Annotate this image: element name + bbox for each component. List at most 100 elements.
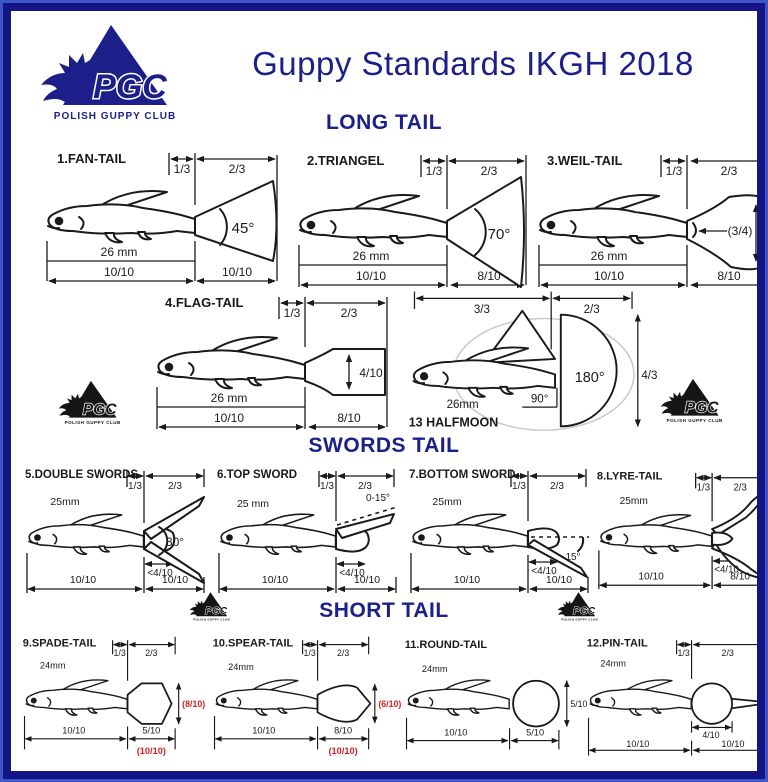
spade-fish-drawing: [25, 679, 128, 716]
flag-height-label: 4/10: [359, 366, 383, 380]
halfmoon-f1-label: 3/3: [474, 304, 490, 316]
pin-tail-dim-label: 10/10: [721, 739, 744, 749]
dsw-dimension-lines: [26, 469, 205, 593]
diagram-triangel: 2.TRIANGEL 1/3 2/3 70° 26 mm 10/10 8/10: [298, 153, 527, 289]
spade-red-dim-label: (10/10): [137, 746, 166, 756]
bsw-angle-arc: [577, 537, 585, 552]
bsw-name-label: 7.BOTTOM SWORD: [409, 469, 515, 481]
spear-fish-drawing: [215, 679, 318, 716]
dsw-name-label: 5.DOUBLE SWORDS: [25, 469, 138, 481]
fan-tail-dim-label: 10/10: [222, 265, 252, 279]
fan-body-dim-label: 10/10: [104, 265, 134, 279]
section-long-tail: LONG TAIL: [325, 111, 443, 134]
pgc-acronym: PGC: [205, 606, 228, 617]
spade-body-dim-label: 10/10: [62, 726, 85, 736]
pin-f2-label: 2/3: [722, 648, 734, 658]
triangel-fish-drawing: [299, 194, 448, 248]
spade-height-red-label: (8/10): [182, 699, 205, 709]
flag-tail-dim-label: 8/10: [337, 411, 361, 425]
diagram-lyre-tail: 8.LYRE-TAIL 25mm 1/3 2/3 <4/10 10/10 8/1…: [597, 471, 757, 590]
halfmoon-dimension-lines: [413, 291, 641, 428]
round-dimension-lines: [405, 679, 570, 750]
triangel-length-label: 26 mm: [353, 249, 390, 263]
pin-f1-label: 1/3: [678, 648, 690, 658]
flag-fish-drawing: [157, 336, 306, 390]
pgc-acronym: PGC: [573, 606, 596, 617]
round-length-label: 24mm: [422, 664, 448, 674]
pgc-club-name: POLISH GUPPY CLUB: [65, 420, 121, 425]
page-title: Guppy Standards IKGH 2018: [252, 45, 694, 82]
tsw-angle-label: 0-15°: [366, 493, 390, 504]
pgc-logo-small-left: PGC POLISH GUPPY CLUB: [58, 380, 121, 425]
tsw-f1-label: 1/3: [320, 481, 334, 492]
triangel-angle-label: 70°: [488, 226, 511, 243]
lyre-dimension-lines: [598, 472, 757, 590]
bsw-length-label: 25mm: [432, 496, 461, 508]
pgc-logo: PGC POLISH GUPPY CLUB: [41, 25, 176, 122]
dsw-body-dim-label: 10/10: [70, 574, 96, 586]
spade-length-label: 24mm: [40, 660, 66, 670]
halfmoon-angle2-label: 90°: [531, 393, 548, 405]
diagram-weil-tail: 3.WEIL-TAIL 1/3 2/3 (3/4) 26 mm 10/10 8/…: [538, 153, 757, 289]
fan-name-label: 1.FAN-TAIL: [57, 151, 126, 166]
diagram-double-swords: 5.DOUBLE SWORDS 25mm 1/3 2/3 30° <4/10 1…: [25, 469, 205, 593]
bsw-sword-shape: [527, 539, 588, 578]
bsw-body-dim-label: 10/10: [454, 574, 480, 586]
diagram-bottom-sword: 7.BOTTOM SWORD 25mm 1/3 2/3 15° <4/10 10…: [409, 469, 589, 593]
diagram-top-sword: 6.TOP SWORD 25 mm 1/3 2/3 0-15° <4/10 10…: [217, 469, 398, 593]
halfmoon-height-label: 4/3: [641, 370, 657, 382]
bsw-angle-label: 15°: [565, 552, 580, 563]
round-body-dim-label: 10/10: [444, 727, 467, 737]
round-name-label: 11.ROUND-TAIL: [405, 639, 488, 651]
tsw-peduncle-label: <4/10: [339, 568, 365, 579]
triangel-body-dim-label: 10/10: [356, 269, 386, 283]
fan-fish-drawing: [47, 190, 196, 244]
pin-name-label: 12.PIN-TAIL: [587, 637, 648, 649]
tsw-sword-shape: [335, 513, 395, 539]
dsw-tail-dim-label: 10/10: [162, 574, 188, 586]
weil-tail-shape: [686, 194, 757, 271]
dsw-bottom-sword: [143, 541, 205, 584]
spear-f2-label: 2/3: [337, 648, 349, 658]
triangel-tail-dim-label: 8/10: [477, 269, 501, 283]
bsw-peduncle-label: <4/10: [531, 566, 557, 577]
triangel-f1-label: 1/3: [426, 164, 443, 178]
lyre-top-sword: [711, 495, 757, 536]
dsw-fish-drawing: [28, 513, 145, 555]
tsw-tail-dim-label: 10/10: [354, 574, 380, 586]
lyre-bottom-sword: [711, 541, 757, 579]
halfmoon-f2-label: 2/3: [584, 304, 600, 316]
tsw-body-dim-label: 10/10: [262, 574, 288, 586]
spear-tail-dim-label: 8/10: [334, 726, 352, 736]
weil-tail-dim-label: 8/10: [717, 269, 741, 283]
lyre-f1-label: 1/3: [697, 482, 710, 493]
flag-length-label: 26 mm: [211, 391, 248, 405]
lyre-mid-fork: [711, 531, 734, 546]
weil-length-label: 26 mm: [591, 249, 628, 263]
poster-canvas: PGC POLISH GUPPY CLUB Guppy Standards IK…: [3, 3, 765, 779]
flag-name-label: 4.FLAG-TAIL: [165, 295, 244, 310]
diagram-spear-tail: 10.SPEAR-TAIL 24mm 1/3 2/3 (6/10) 10/10 …: [213, 636, 401, 756]
pgc-logo-tiny-left: PGC POLISH GUPPY CLUB: [189, 592, 230, 621]
pgc-club-name: POLISH GUPPY CLUB: [561, 617, 598, 621]
lyre-f2-label: 2/3: [733, 482, 746, 493]
spear-name-label: 10.SPEAR-TAIL: [213, 637, 294, 649]
pgc-acronym: PGC: [83, 401, 118, 418]
dsw-top-sword: [143, 496, 205, 540]
bsw-f1-label: 1/3: [512, 481, 526, 492]
spade-dimension-lines: [23, 636, 182, 750]
weil-dimension-lines: [538, 155, 757, 289]
tsw-name-label: 6.TOP SWORD: [217, 469, 297, 481]
pgc-logo-club-name: POLISH GUPPY CLUB: [54, 111, 176, 122]
pgc-acronym: PGC: [685, 399, 720, 416]
halfmoon-name-label: 13 HALFMOON: [409, 415, 499, 429]
flag-body-dim-label: 10/10: [214, 411, 244, 425]
pin-fish-drawing: [589, 679, 692, 716]
fan-tail-shape: [194, 180, 278, 262]
bsw-tail-dim-label: 10/10: [546, 574, 572, 586]
fan-f1-label: 1/3: [174, 162, 191, 176]
pin-spike-shape: [726, 697, 757, 710]
spade-f2-label: 2/3: [145, 648, 157, 658]
dsw-f1-label: 1/3: [128, 481, 142, 492]
